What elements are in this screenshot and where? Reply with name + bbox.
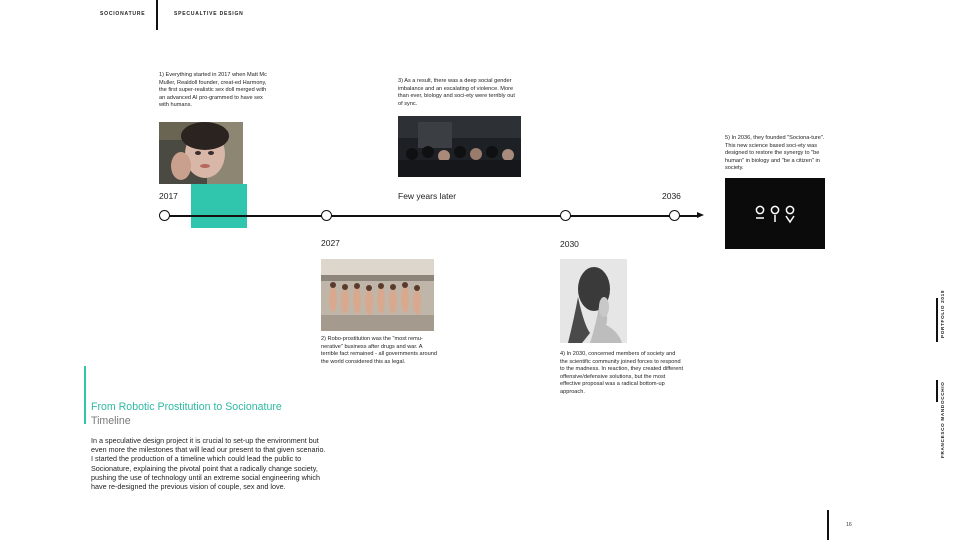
intro-accent-bar <box>84 366 86 424</box>
photo-riot <box>398 116 521 177</box>
sidebar-author: FRANCESCO MANDOCCHIO <box>940 381 945 458</box>
timeline-note-4: 4) In 2030, concerned members of society… <box>560 351 684 395</box>
year-2027: 2027 <box>321 238 340 248</box>
year-2036: 2036 <box>662 191 681 201</box>
header-category: SPECUALTIVE DESIGN <box>174 11 244 17</box>
page-title: From Robotic Prostitution to Socionature <box>91 401 282 413</box>
timeline-node-2030 <box>560 210 571 221</box>
page-subtitle: Timeline <box>91 415 131 427</box>
timeline-note-3: 3) As a result, there was a deep social … <box>398 78 515 107</box>
intro-body: In a speculative design project it is cr… <box>91 436 326 492</box>
timeline-arrow-icon <box>697 212 704 218</box>
socionature-logo <box>725 178 825 249</box>
page-number: 16 <box>846 522 852 528</box>
timeline-axis <box>165 215 698 217</box>
photo-woman-profile <box>560 259 627 343</box>
sidebar-divider-mid <box>936 380 938 402</box>
year-2030: 2030 <box>560 239 579 249</box>
sidebar-divider-top <box>936 298 938 342</box>
accent-block <box>191 184 247 228</box>
timeline-node-2027 <box>321 210 332 221</box>
timeline-note-5: 5) In 2036, they founded "Sociona-ture".… <box>725 135 825 172</box>
timeline-node-2017 <box>159 210 170 221</box>
header-project: SOCIONATURE <box>100 11 146 17</box>
sidebar-portfolio: PORTFOLIO 2018 <box>940 289 945 338</box>
footer-divider <box>827 510 829 540</box>
timeline-node-2036 <box>669 210 680 221</box>
timeline-note-1: 1) Everything started in 2017 when Matt … <box>159 72 267 109</box>
year-few-years-later: Few years later <box>398 191 457 201</box>
photo-harmony-doll <box>159 122 243 184</box>
header-divider <box>156 0 158 30</box>
timeline-note-2: 2) Robo-prostitution was the "most remu-… <box>321 336 437 365</box>
year-2017: 2017 <box>159 191 178 201</box>
photo-doll-factory <box>321 259 434 331</box>
